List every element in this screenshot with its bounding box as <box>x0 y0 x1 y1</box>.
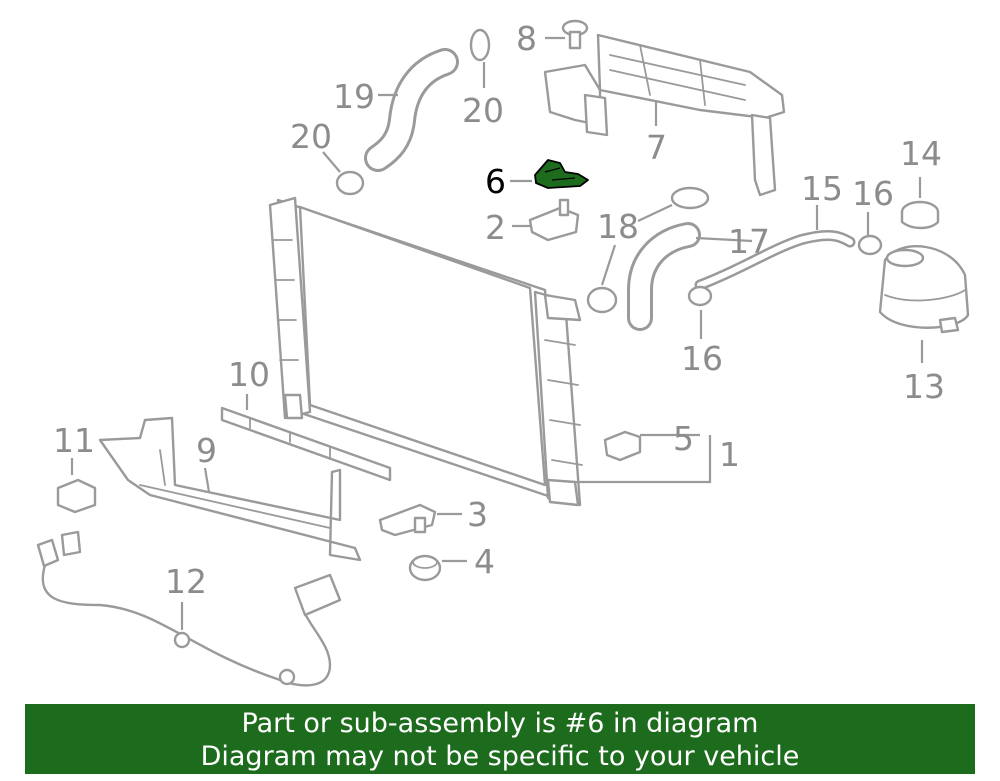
inlet-hose-part-19[interactable] <box>364 48 459 172</box>
reservoir-cap-part-14[interactable] <box>900 200 940 230</box>
callout-20b: 20 <box>290 117 332 156</box>
hose-clamp-part-18b[interactable] <box>586 286 618 314</box>
info-banner: Part or sub-assembly is #6 in diagram Di… <box>25 704 975 774</box>
callout-19: 19 <box>333 77 375 116</box>
callout-20a: 20 <box>462 91 504 130</box>
wiring-harness-part-12[interactable] <box>36 530 342 687</box>
callout-16b: 16 <box>681 339 723 378</box>
deflector-part-10[interactable] <box>220 406 392 482</box>
callout-15: 15 <box>801 169 843 208</box>
push-pin-part-8[interactable] <box>561 19 589 50</box>
upper-tie-bar-part-7[interactable] <box>543 33 786 197</box>
lower-baffle-part-9[interactable] <box>98 416 362 562</box>
overflow-hose-part-15[interactable] <box>694 230 856 291</box>
sensor-part-5[interactable] <box>603 430 642 462</box>
callout-9: 9 <box>196 431 217 470</box>
callout-3: 3 <box>467 495 488 534</box>
hose-clamp-part-18a[interactable] <box>670 186 710 210</box>
callout-10: 10 <box>228 355 270 394</box>
hose-clamp-part-20a[interactable] <box>469 28 491 62</box>
leader-lines <box>70 36 924 630</box>
highlighted-part-6[interactable] <box>534 159 589 189</box>
callout-17: 17 <box>728 222 770 261</box>
grommet-part-4[interactable] <box>408 554 442 582</box>
callout-16a: 16 <box>852 174 894 213</box>
hose-clamp-part-16a[interactable] <box>857 234 883 256</box>
callout-18: 18 <box>597 207 639 246</box>
callout-4: 4 <box>474 542 495 581</box>
callout-8: 8 <box>516 19 537 58</box>
outlet-hose-part-17[interactable] <box>627 222 701 331</box>
callout-1: 1 <box>719 435 740 474</box>
callout-13: 13 <box>903 367 945 406</box>
connector-part-11[interactable] <box>56 478 97 514</box>
callout-12: 12 <box>165 562 207 601</box>
coolant-reservoir-part-13[interactable] <box>878 245 970 334</box>
bracket-part-2[interactable] <box>528 198 580 242</box>
radiator-part[interactable] <box>268 196 583 507</box>
parts-diagram: 1 2 3 4 5 6 7 8 9 10 11 12 13 14 15 16 1… <box>36 19 970 687</box>
bracket-part-3[interactable] <box>378 503 437 537</box>
hose-clamp-part-20b[interactable] <box>335 170 365 196</box>
callout-6: 6 <box>485 162 506 201</box>
callout-labels: 1 2 3 4 5 6 7 8 9 10 11 12 13 14 15 16 1… <box>53 19 945 601</box>
banner-line-1: Part or sub-assembly is #6 in diagram <box>241 708 759 739</box>
hose-clamp-part-16b[interactable] <box>687 285 713 307</box>
callout-11: 11 <box>53 421 95 460</box>
callout-5: 5 <box>673 419 694 458</box>
callout-7: 7 <box>646 128 667 167</box>
callout-14: 14 <box>900 134 942 173</box>
callout-2: 2 <box>485 208 506 247</box>
banner-line-2: Diagram may not be specific to your vehi… <box>200 741 800 772</box>
